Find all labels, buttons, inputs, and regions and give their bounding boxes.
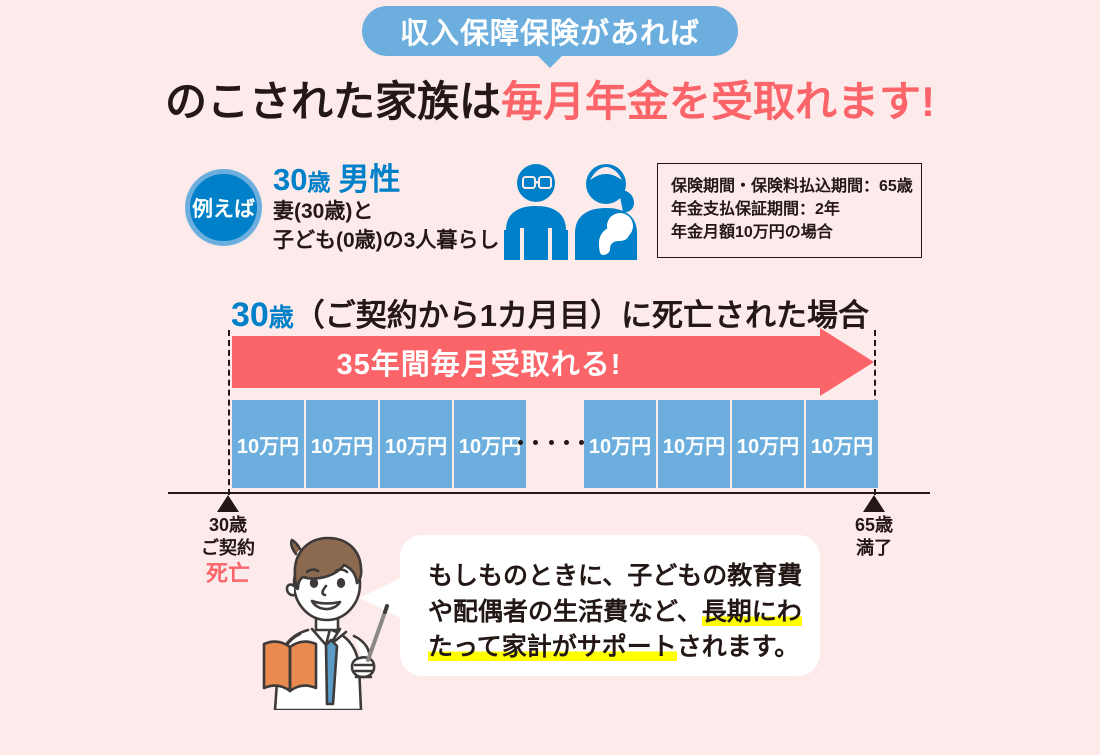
headline-highlight: 毎月年金を受取れます! — [501, 78, 935, 125]
duration-arrow-body: 35年間毎月受取れる! — [232, 336, 822, 388]
payment-box: 10万円 — [380, 400, 452, 488]
example-persona: 30歳男性 — [273, 162, 523, 197]
teacher-illustration — [250, 510, 425, 712]
scenario-rest: （ご契約から1カ月目）に死亡された場合 — [293, 298, 870, 333]
baby-icon — [599, 213, 633, 255]
conditions-box: 保険期間・保険料払込期間：65歳 年金支払保証期間：2年 年金月額10万円の場合 — [657, 163, 922, 258]
mother-hair-icon — [590, 167, 622, 180]
duration-arrow-label: 35年間毎月受取れる! — [336, 349, 622, 381]
example-badge: 例えば — [185, 169, 262, 246]
example-family-line1: 妻(30歳)と — [273, 200, 374, 224]
payment-box: 10万円 — [306, 400, 378, 488]
scenario-age-unit: 歳 — [268, 304, 294, 332]
example-description: 30歳男性 妻(30歳)と 子ども(0歳)の3人暮らし — [273, 162, 523, 255]
payment-box-row: 10万円 10万円 10万円 10万円 10万円 10万円 10万円 10万円 — [232, 400, 878, 488]
payment-box: 10万円 — [658, 400, 730, 488]
payment-box-label: 10万円 — [458, 435, 522, 458]
header-pill-label: 収入保障保険があれば — [399, 18, 700, 50]
family-icon-group — [498, 160, 648, 260]
payment-box: 10万円 — [806, 400, 878, 488]
bubble-line-3: たって家計がサポートされます。 — [428, 630, 820, 666]
family-icons-svg — [504, 164, 637, 260]
timeline-label-start: 30歳 ご契約 死亡 — [168, 514, 288, 588]
header-pill-tail-icon — [536, 54, 564, 68]
condition-line-2: 年金支払保証期間：2年 — [671, 201, 840, 219]
headline-prefix: のこされた家族は — [164, 78, 501, 125]
scenario-age: 30歳 — [231, 296, 294, 334]
bubble-line-2-highlight: 長期にわ — [701, 597, 802, 626]
payment-box-label: 10万円 — [588, 435, 652, 458]
payment-box-label: 10万円 — [662, 435, 726, 458]
bubble-line-3-highlight: たって家計がサポート — [428, 633, 677, 661]
payment-box: 10万円 — [584, 400, 656, 488]
timeline-end-event: 満了 — [856, 537, 892, 558]
payment-box: 10万円 — [232, 400, 304, 488]
example-gender: 男性 — [338, 162, 401, 197]
example-badge-label: 例えば — [192, 197, 255, 221]
condition-line-1: 保険期間・保険料払込期間：65歳 — [671, 178, 913, 195]
bubble-line-1: もしものときに、子どもの教育費 — [428, 562, 803, 590]
timeline-start-event: ご契約 — [201, 537, 255, 558]
duration-arrow-head-icon — [820, 328, 874, 396]
payment-box-label: 10万円 — [384, 435, 448, 458]
header-pill: 収入保障保険があれば — [362, 6, 738, 56]
condition-line-3: 年金月額10万円の場合 — [671, 224, 833, 242]
payment-box: 10万円 — [454, 400, 526, 488]
duration-arrow: 35年間毎月受取れる! — [232, 328, 874, 396]
bubble-line-2-plain: や配偶者の生活費など、 — [428, 597, 702, 626]
timeline-axis — [168, 492, 930, 494]
father-glasses-icon — [504, 164, 568, 260]
payment-box-label: 10万円 — [810, 435, 874, 458]
example-age-unit: 歳 — [307, 169, 331, 195]
timeline-start-status: 死亡 — [205, 561, 250, 587]
timeline-guide-start — [228, 330, 230, 505]
scenario-age-number: 30 — [230, 296, 269, 334]
payment-box: 10万円 — [732, 400, 804, 488]
bubble-line-3-plain: されます。 — [676, 633, 800, 661]
father-glasses-lens-icon — [522, 176, 552, 189]
timeline-start-age: 30歳 — [208, 515, 248, 535]
scenario-title: 30歳（ご契約から1カ月目）に死亡された場合 — [0, 290, 1100, 335]
speech-bubble-tail-icon — [359, 576, 405, 620]
teacher-svg — [262, 536, 389, 712]
payment-box-label: 10万円 — [736, 435, 800, 458]
timeline-tick-start-icon — [217, 495, 239, 512]
timeline-tick-end-icon — [863, 495, 885, 512]
payment-box-label: 10万円 — [310, 435, 374, 458]
example-family-line2: 子ども(0歳)の3人暮らし — [273, 228, 500, 252]
timeline-label-end: 65歳 満了 — [814, 514, 934, 559]
payment-ellipsis-icon — [518, 440, 584, 446]
bubble-line-2: や配偶者の生活費など、長期にわ — [428, 595, 820, 631]
speech-bubble: もしものときに、子どもの教育費 や配偶者の生活費など、長期にわ たって家計がサポ… — [400, 535, 820, 676]
example-age: 30 — [273, 162, 308, 197]
payment-box-label: 10万円 — [236, 435, 300, 458]
page-title: のこされた家族は毎月年金を受取れます! — [0, 68, 1100, 129]
timeline-end-age: 65歳 — [854, 515, 894, 535]
